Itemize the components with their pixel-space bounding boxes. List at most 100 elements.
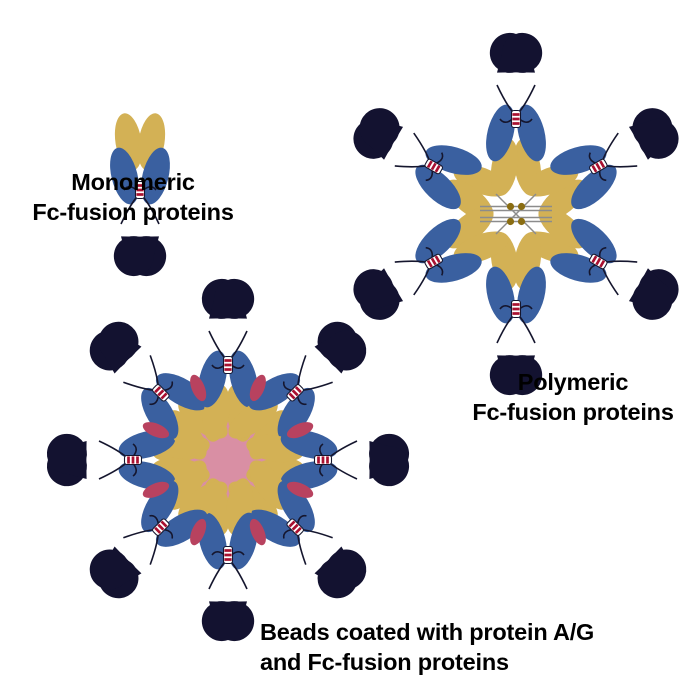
structure-polymeric-fc-fusion xyxy=(353,32,679,396)
fab-domain-ellipse xyxy=(248,373,301,411)
caption-line: Monomeric xyxy=(71,169,195,195)
hinge-region xyxy=(152,518,170,536)
hinge-stripe xyxy=(136,188,144,192)
hinge-stripe xyxy=(157,389,165,397)
protein-ag-pacman xyxy=(497,32,543,73)
hinge-region xyxy=(134,180,146,200)
protein-ag-bead-ellipse xyxy=(190,518,207,546)
hinge-stripe xyxy=(512,307,520,311)
hinge-region xyxy=(589,158,608,175)
protein-ag-bead-ellipse xyxy=(249,518,266,546)
protein-ag-pacman xyxy=(201,601,247,642)
fc-fusion-unit xyxy=(523,108,679,222)
protein-ag-pacman xyxy=(113,236,159,277)
hinge-stripe xyxy=(224,558,232,561)
fab-domain-ellipse xyxy=(141,480,179,533)
hinge-stripe xyxy=(591,164,598,173)
hinge-stripe xyxy=(512,122,520,125)
hinge-stripe xyxy=(426,259,433,268)
hinge-stripe xyxy=(224,368,232,371)
fab-domain-ellipse xyxy=(415,218,461,264)
protein-ag-pacman xyxy=(353,269,404,310)
fab-domain-ellipse xyxy=(110,147,139,205)
fab-domain-ellipse xyxy=(517,104,546,162)
fc-fusion-unit xyxy=(110,113,170,277)
hinge-stripe xyxy=(434,164,441,173)
hinge-stripe xyxy=(599,259,606,268)
hinge-stripe xyxy=(291,523,299,531)
hinge-region xyxy=(589,253,608,270)
core-dot xyxy=(506,202,515,211)
hinge-stripe xyxy=(288,392,296,400)
caption-line: Fc-fusion proteins xyxy=(32,199,234,225)
fc-fusion-unit xyxy=(353,108,509,222)
fab-domain-ellipse xyxy=(155,509,208,547)
protein-ag-bead-ellipse xyxy=(286,422,314,439)
core-diagonal-line xyxy=(495,213,517,235)
caption-line: and Fc-fusion proteins xyxy=(260,649,509,675)
hinge-region xyxy=(510,299,522,319)
core-diagonal-line xyxy=(515,213,537,235)
hinge-stripe xyxy=(136,184,144,187)
hinge-region xyxy=(424,253,443,270)
protein-ag-bead-ellipse xyxy=(142,422,170,439)
fab-domain-ellipse xyxy=(155,373,208,411)
fc-fusion-unit xyxy=(228,460,367,599)
hinge-stripe xyxy=(224,549,232,552)
hinge-stripe xyxy=(294,386,302,394)
hinge-stripe xyxy=(136,193,144,196)
fc-fusion-unit xyxy=(198,278,258,442)
hinge-region xyxy=(286,518,304,536)
polymer-core xyxy=(480,193,552,235)
hinge-stripe xyxy=(430,257,437,266)
fc-fusion-unit xyxy=(486,232,546,396)
hinge-stripe xyxy=(157,523,165,531)
hinge-stripe xyxy=(321,456,325,464)
hinge-stripe xyxy=(224,553,232,557)
hinge-stripe xyxy=(434,255,441,264)
hinge-region xyxy=(510,109,522,129)
hinge-region xyxy=(424,158,443,175)
hinge-stripe xyxy=(512,117,520,121)
hinge-stripe xyxy=(288,520,296,528)
hinge-stripe xyxy=(127,456,130,464)
fc-fusion-unit xyxy=(228,321,367,460)
fab-domain-ellipse xyxy=(571,218,617,264)
hinge-stripe xyxy=(291,389,299,397)
structure-bead-coated-fc-fusion xyxy=(46,278,410,642)
protein-ag-bead-ellipse xyxy=(286,481,314,498)
hinge-stripe xyxy=(224,363,232,367)
protein-ag-bead-ellipse xyxy=(249,374,266,402)
protein-ag-pacman xyxy=(98,321,139,374)
protein-ag-bead-ellipse xyxy=(142,481,170,498)
protein-ag-pacman xyxy=(359,108,400,160)
hinge-stripe xyxy=(136,456,139,464)
core-dot xyxy=(517,217,526,226)
hinge-region xyxy=(222,545,234,565)
hinge-stripe xyxy=(430,162,437,171)
protein-ag-pacman xyxy=(89,549,142,590)
protein-ag-pacman xyxy=(369,441,410,487)
structures-layer xyxy=(46,32,679,642)
hinge-region xyxy=(152,384,170,402)
fab-domain-ellipse xyxy=(571,164,617,210)
structure-monomeric-fc-fusion xyxy=(110,113,170,277)
hinge-region xyxy=(286,384,304,402)
hinge-region xyxy=(123,454,143,466)
fab-domain-ellipse xyxy=(486,104,515,162)
fc-fusion-unit xyxy=(89,460,228,599)
core-dot xyxy=(517,202,526,211)
protein-ag-pacman xyxy=(46,433,87,479)
hinge-stripe xyxy=(326,456,329,464)
fab-domain-ellipse xyxy=(517,266,546,324)
hinge-stripe xyxy=(160,520,168,528)
hinge-stripe xyxy=(131,456,135,464)
hinge-stripe xyxy=(224,359,232,362)
hinge-stripe xyxy=(317,456,320,464)
